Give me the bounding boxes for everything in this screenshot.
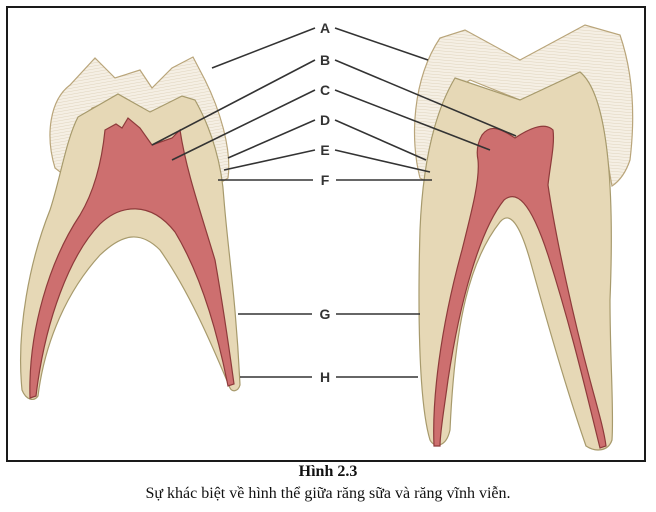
primary-pulp bbox=[29, 117, 235, 399]
label-d: D bbox=[320, 112, 330, 128]
permanent-pulp bbox=[433, 125, 607, 449]
leader-lines bbox=[151, 27, 517, 378]
figure-title: Hình 2.3 bbox=[298, 463, 358, 480]
label-h: H bbox=[320, 369, 330, 385]
label-c: C bbox=[320, 82, 330, 98]
figure-caption: Sự khác biệt về hình thể giữa răng sữa v… bbox=[145, 485, 511, 502]
permanent-tooth bbox=[413, 24, 634, 451]
label-g: G bbox=[320, 306, 331, 322]
label-b: B bbox=[320, 52, 330, 68]
label-e: E bbox=[320, 142, 329, 158]
primary-tooth bbox=[20, 56, 241, 400]
permanent-dentin bbox=[418, 71, 614, 451]
label-a: A bbox=[320, 20, 330, 36]
part-labels: A B C D E F G H bbox=[320, 20, 331, 385]
label-f: F bbox=[321, 172, 330, 188]
